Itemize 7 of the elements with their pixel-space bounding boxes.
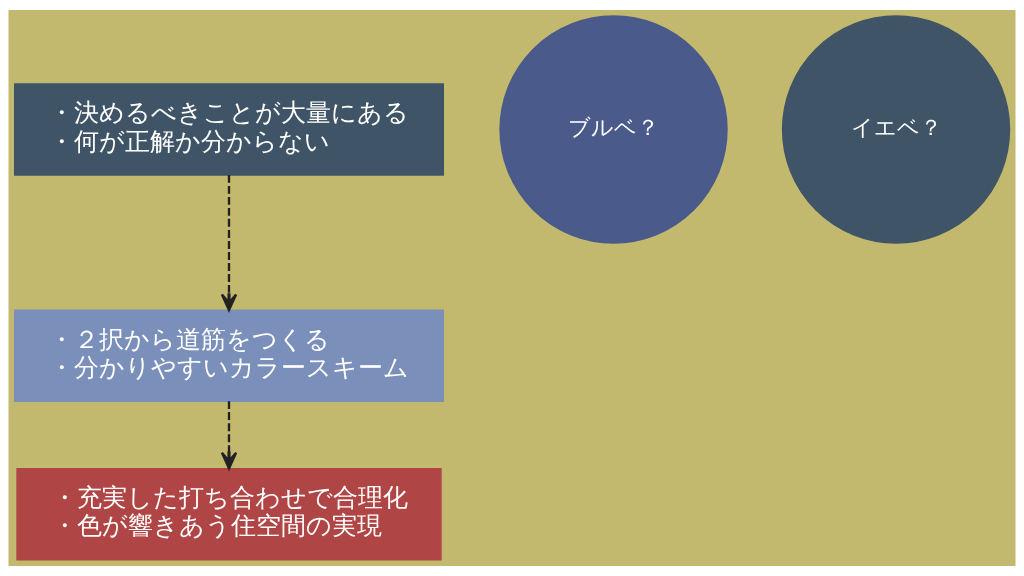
arrow <box>220 175 238 312</box>
node-box: ・決めるべきことが大量にある ・何が正解か分からない <box>13 83 445 176</box>
node-circle: ブルベ？ <box>499 15 728 244</box>
arrow <box>220 401 238 470</box>
node-box: ・充実した打ち合わせで合理化 ・色が響きあう住空間の実現 <box>16 467 442 561</box>
node-box: ・２択から道筋をつくる ・分かりやすいカラースキーム <box>13 309 445 402</box>
node-circle: イエベ？ <box>781 15 1011 244</box>
